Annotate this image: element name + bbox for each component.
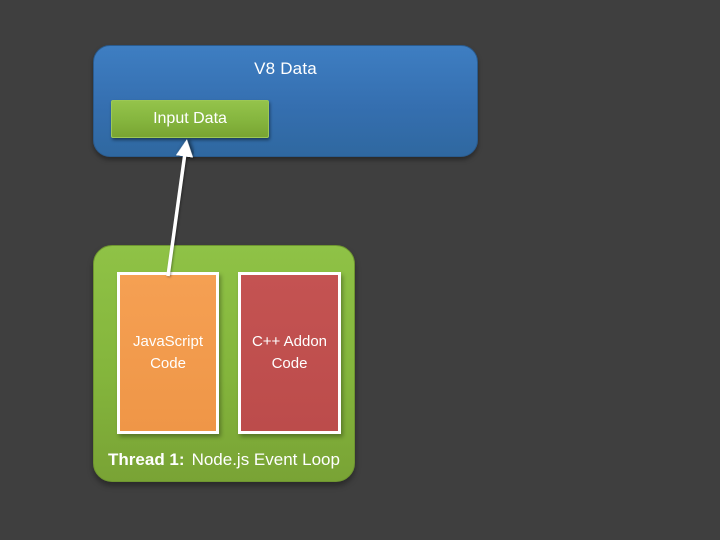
javascript-code-box: JavaScript Code <box>117 272 219 434</box>
cpp-addon-code-label: C++ Addon Code <box>251 333 328 372</box>
v8-data-box: V8 Data Input Data <box>93 45 478 157</box>
input-data-box: Input Data <box>111 100 269 138</box>
thread-caption: Thread 1: Node.js Event Loop <box>94 450 354 470</box>
v8-data-label: V8 Data <box>254 59 317 78</box>
input-data-label: Input Data <box>153 110 227 127</box>
thread-caption-text: Node.js Event Loop <box>191 450 340 469</box>
cpp-addon-code-box: C++ Addon Code <box>238 272 341 434</box>
event-loop-box: JavaScript Code C++ Addon Code Thread 1:… <box>93 245 355 482</box>
thread-caption-bold: Thread 1: <box>108 450 185 469</box>
javascript-code-label: JavaScript Code <box>132 333 204 372</box>
